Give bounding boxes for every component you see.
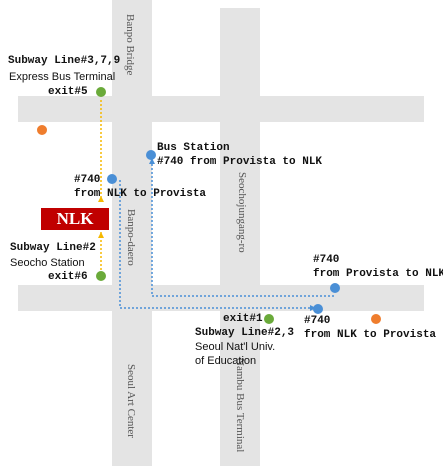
label-nlk-to-provista-c: from NLK to Provista xyxy=(304,329,437,341)
poi-southeast-marker xyxy=(371,314,381,324)
walk-arrow-south xyxy=(98,232,104,238)
label-bus-740-a: #740 xyxy=(74,174,101,186)
label-bus-provista-to-nlk: #740 from Provista to NLK xyxy=(157,156,323,168)
subway-exit6-marker[interactable] xyxy=(96,271,106,281)
label-exit5: exit#5 xyxy=(48,86,88,98)
label-provista-to-nlk-b: from Provista to NLK xyxy=(313,268,443,280)
label-express-bus-terminal: Express Bus Terminal xyxy=(9,71,116,83)
street-seoul-art-center: Seoul Art Center xyxy=(125,364,137,438)
street-banpo-daero: Banpo-daero xyxy=(125,209,137,266)
label-bus-station: Bus Station xyxy=(157,142,230,154)
bus-arrow-north xyxy=(149,158,155,164)
label-subway-line379: Subway Line#3,7,9 xyxy=(8,55,121,67)
label-subway-line23: Subway Line#2,3 xyxy=(195,327,295,339)
bus-route-nlk-provista xyxy=(119,180,316,309)
label-seoul-natl-univ: Seoul Nat'l Univ. xyxy=(195,341,276,353)
bus-stop-east-marker[interactable] xyxy=(330,283,340,293)
label-of-education: of Education xyxy=(195,355,257,367)
nlk-logo: NLK xyxy=(41,208,109,230)
street-banpo-bridge: Banpo Bridge xyxy=(124,14,136,76)
street-nambu-bus-terminal: Nambu Bus Terminal xyxy=(234,358,246,453)
road-horizontal-south xyxy=(18,285,424,311)
bus-route-provista-nlk xyxy=(151,158,334,297)
road-vertical-banpo xyxy=(112,0,152,466)
bus-stop-south-marker[interactable] xyxy=(313,304,323,314)
bus-stop-north-marker[interactable] xyxy=(146,150,156,160)
road-horizontal-north xyxy=(18,96,424,122)
walk-arrow-north xyxy=(98,196,104,202)
label-subway-line2: Subway Line#2 xyxy=(10,242,96,254)
label-nlk-to-provista-a: from NLK to Provista xyxy=(74,188,207,200)
label-seocho-station: Seocho Station xyxy=(10,257,85,269)
label-exit1: exit#1 xyxy=(223,313,263,325)
label-bus-740-b: #740 xyxy=(313,254,340,266)
poi-west-marker xyxy=(37,125,47,135)
label-bus-740-c: #740 xyxy=(304,315,331,327)
label-exit6: exit#6 xyxy=(48,271,88,283)
street-seochojungang: Seochojungang-ro xyxy=(236,172,248,253)
subway-exit5-marker[interactable] xyxy=(96,87,106,97)
road-vertical-seochojungang xyxy=(220,8,260,466)
subway-exit1-marker[interactable] xyxy=(264,314,274,324)
bus-stop-nlk-marker[interactable] xyxy=(107,174,117,184)
